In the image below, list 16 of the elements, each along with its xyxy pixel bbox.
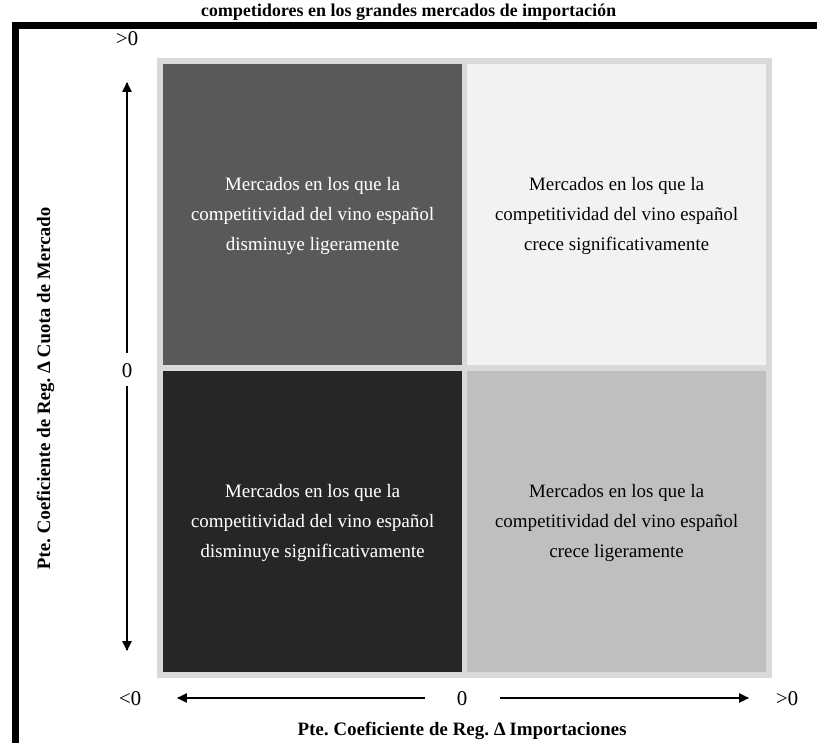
quadrant-text: Mercados en los que la competitividad del vino español disminuye significativamente: [190, 480, 436, 564]
axis-value: 0: [456, 686, 468, 710]
quadrant-text: Mercados en los que la competitividad del vino español crece ligeramente: [494, 480, 740, 564]
quadrant-box: [467, 371, 766, 672]
axis-value: <0: [118, 686, 142, 710]
axis-value: >0: [776, 686, 798, 710]
axis-title: Pte. Coeficiente de Reg. Δ Cuota de Mercado: [33, 206, 56, 570]
axis-value: >0: [116, 26, 138, 50]
quadrant-box: [467, 64, 766, 365]
axis-title: Pte. Coeficiente de Reg. Δ Importaciones: [297, 718, 627, 742]
quadrant-box: [163, 371, 462, 672]
diagram-title: competidores en los grandes mercados de importación: [200, 0, 618, 20]
quadrant-box: [163, 64, 462, 365]
quadrant-text: Mercados en los que la competitividad del vino español crece significativamente: [494, 172, 740, 256]
quadrant-text: Mercados en los que la competitividad del vino español disminuye ligeramente: [190, 172, 436, 256]
axis-value: 0: [122, 358, 132, 382]
